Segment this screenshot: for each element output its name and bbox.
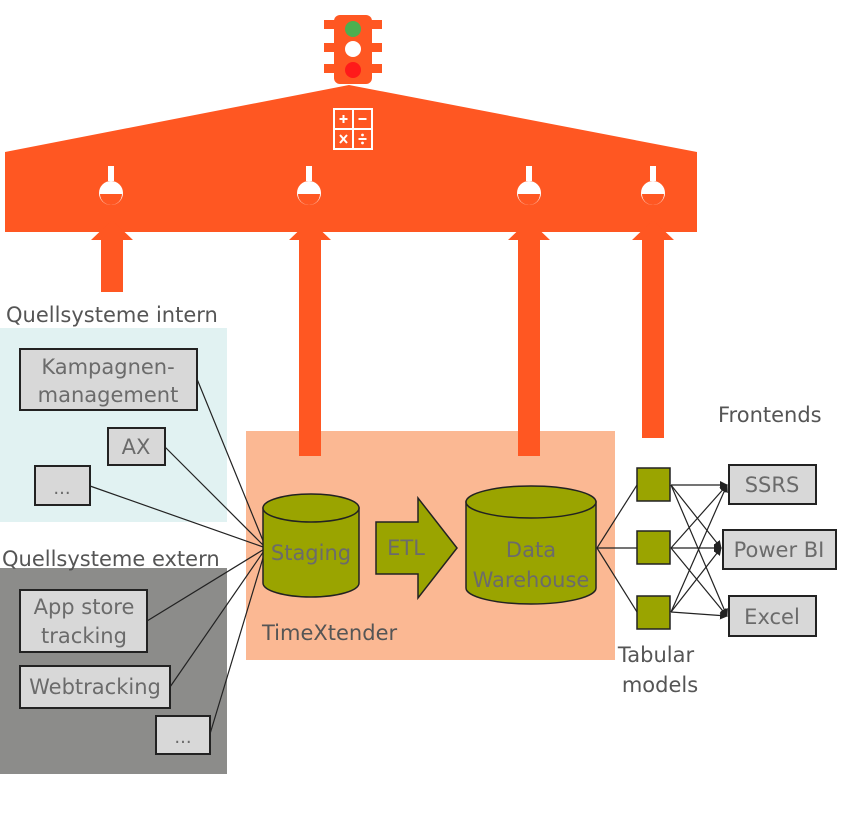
tabular-model — [636, 530, 671, 565]
timextender-label: TimeXtender — [261, 621, 397, 645]
frontends-title: Frontends — [718, 403, 822, 427]
svg-text:AX: AX — [122, 435, 151, 459]
tabular-model — [636, 595, 671, 630]
flask-icon — [641, 166, 665, 205]
source-box-kampagnenmanagement: Kampagnen- management — [19, 348, 198, 411]
flask-icon — [297, 166, 321, 205]
traffic-light-icon — [324, 15, 382, 84]
svg-text:SSRS: SSRS — [745, 473, 800, 497]
tabular-models-label-line2: models — [622, 673, 698, 697]
frontend-box-excel: Excel — [728, 595, 817, 637]
tabular-model — [636, 467, 671, 502]
up-arrow — [508, 220, 550, 456]
flask-icon — [99, 166, 123, 205]
etl-label: ETL — [387, 536, 425, 560]
svg-text:...: ... — [53, 478, 70, 499]
internal-sources-title: Quellsysteme intern — [6, 303, 218, 327]
frontend-box-power-bi: Power BI — [722, 529, 837, 570]
svg-text:tracking: tracking — [41, 624, 127, 648]
source-box-more-internal: ... — [34, 465, 91, 506]
svg-text:management: management — [38, 383, 179, 407]
up-arrow — [289, 220, 331, 456]
source-connectors — [89, 378, 267, 735]
external-sources-title: Quellsysteme extern — [2, 547, 220, 571]
dw-to-tabular-connectors — [596, 484, 638, 613]
frontend-box-ssrs: SSRS — [728, 464, 817, 505]
svg-text:Kampagnen-: Kampagnen- — [41, 355, 174, 379]
svg-text:Webtracking: Webtracking — [29, 675, 161, 699]
source-box-app-store-tracking: App store tracking — [19, 589, 148, 653]
tabular-to-frontend-arrows — [670, 481, 728, 620]
calculator-icon — [333, 108, 373, 150]
roof — [5, 85, 697, 232]
svg-text:App store: App store — [34, 595, 135, 619]
data-warehouse-cylinder — [465, 485, 597, 605]
source-box-webtracking: Webtracking — [19, 665, 171, 709]
source-box-more-external: ... — [155, 715, 211, 755]
data-warehouse-label-line2: Warehouse — [473, 568, 590, 592]
svg-text:...: ... — [174, 727, 191, 748]
flask-icon — [517, 166, 541, 205]
up-arrow — [91, 220, 133, 292]
svg-text:Excel: Excel — [744, 605, 800, 629]
up-arrow — [632, 220, 674, 438]
staging-cylinder — [262, 493, 360, 598]
tabular-models-label-line1: Tabular — [617, 643, 695, 667]
source-box-ax: AX — [107, 427, 166, 466]
etl-arrow — [375, 495, 458, 601]
staging-label: Staging — [271, 541, 351, 565]
data-warehouse-label-line1: Data — [506, 538, 556, 562]
svg-text:Power BI: Power BI — [734, 538, 825, 562]
